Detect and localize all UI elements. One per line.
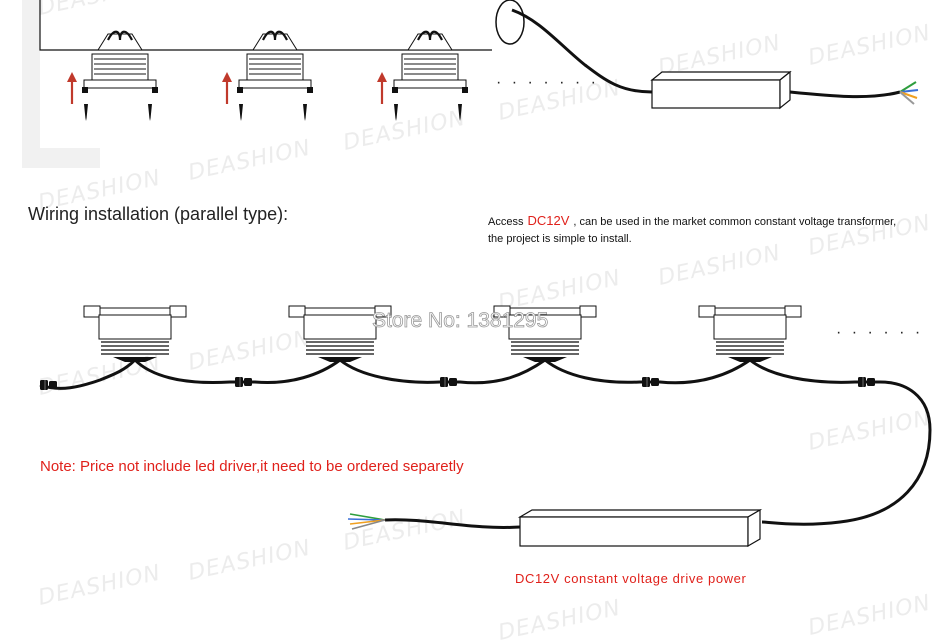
watermark-text: DEASHION [341, 505, 468, 555]
top-driver [650, 70, 792, 110]
background-frame [22, 0, 100, 168]
up-arrow-head-icon [67, 72, 77, 82]
access-suffix: , can be used in the market common const… [573, 216, 897, 228]
driver-colored-leads [347, 513, 386, 530]
cable-connector [858, 377, 875, 387]
watermark-text: DEASHION [806, 590, 933, 640]
screw-icon [239, 104, 243, 121]
conduit-ring [495, 0, 525, 45]
top-colored-leads [899, 81, 919, 105]
cable-connector [642, 377, 659, 387]
top-installation-section [39, 0, 919, 121]
parallel-continuation-dots: · · · · · · [836, 324, 924, 341]
watermark-text: DEASHION [36, 0, 163, 21]
access-line-2: the project is simple to install. [488, 233, 632, 245]
access-voltage: DC12V [527, 213, 570, 228]
screw-icon [84, 104, 88, 121]
top-driver-output-cable [789, 90, 901, 99]
cable-connector [440, 377, 457, 387]
clip-block [152, 87, 158, 93]
clip-block [237, 87, 243, 93]
up-arrow-head-icon [222, 72, 232, 82]
up-arrow-head-icon [377, 72, 387, 82]
store-number-label: Store No: 1381295 [372, 309, 549, 333]
top-driver-input-cable [511, 8, 653, 94]
cable-connector [235, 377, 252, 387]
watermark-text: DEASHION [806, 405, 933, 455]
led-driver [517, 508, 763, 548]
driver-input-cable [384, 518, 521, 529]
led-lamp [493, 305, 597, 362]
watermark-text: DEASHION [186, 325, 313, 375]
top-series-wire [39, 0, 492, 51]
access-prefix: Access [488, 216, 524, 228]
screw-icon [148, 104, 152, 121]
led-lamp [288, 305, 392, 362]
cable-connector [40, 380, 57, 390]
watermark-text: DEASHION [186, 135, 313, 185]
watermark-text: DEASHION [186, 535, 313, 585]
watermark-text: DEASHION [36, 560, 163, 610]
watermark-text: DEASHION [656, 240, 783, 290]
screw-icon [303, 104, 307, 121]
driver-caption: DC12V constant voltage drive power [515, 571, 747, 586]
wiring-heading: Wiring installation (parallel type): [28, 204, 289, 224]
led-lamp [698, 305, 802, 362]
recessed-lamp [377, 30, 468, 121]
watermark-text: DEASHION [496, 595, 623, 641]
price-note: Note: Price not include led driver,it ne… [40, 458, 464, 475]
clip-block [307, 87, 313, 93]
watermark-text: DEASHION [341, 105, 468, 155]
parallel-wiring-section [39, 305, 932, 548]
screw-icon [458, 104, 462, 121]
clip-block [392, 87, 398, 93]
recessed-lamp [222, 30, 313, 121]
parallel-bus-wire [39, 358, 932, 526]
screw-icon [394, 104, 398, 121]
watermark-text: DEASHION [806, 20, 933, 70]
clip-block [462, 87, 468, 93]
clip-block [82, 87, 88, 93]
top-continuation-dots: · · · · · · · [496, 74, 599, 91]
led-lamp [83, 305, 187, 362]
recessed-lamp [67, 30, 158, 121]
